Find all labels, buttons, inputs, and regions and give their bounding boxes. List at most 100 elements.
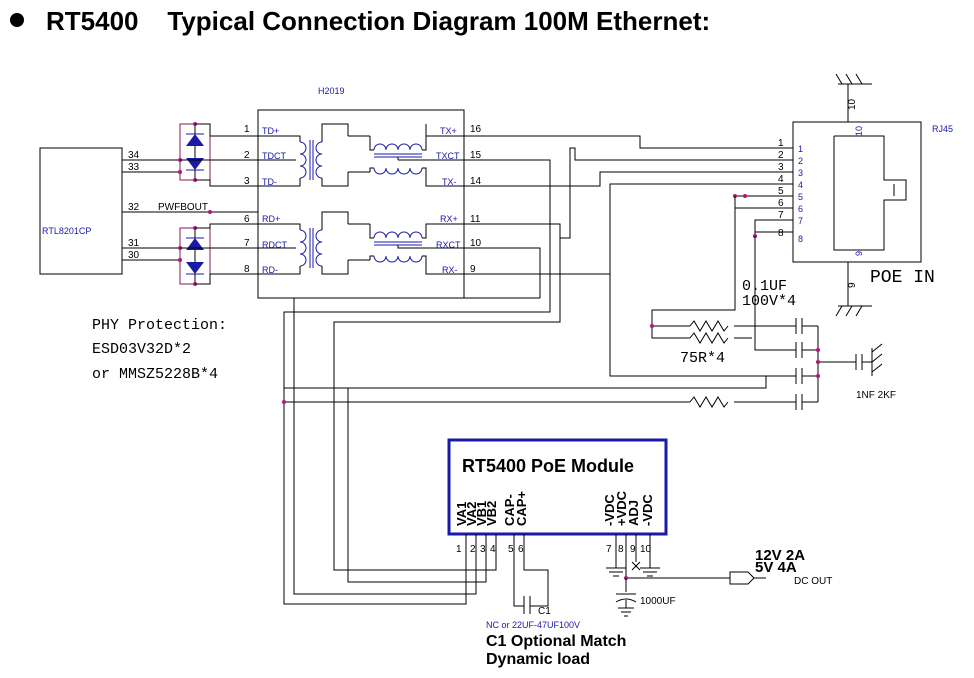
module-label-vb2: VB2 [484,501,499,526]
xfmr-label-rx-plus: RX+ [440,214,458,224]
c1-label: C1 [538,606,551,617]
rj45-inner-pin-2: 2 [798,156,803,166]
transformer-h2019: H2019 1 2 3 6 7 8 TD+ TDCT TD- RD+ RDCT … [244,86,482,299]
module-pin-1: 1 [456,544,462,555]
c1-caption-2: Dynamic load [486,651,590,668]
termination-network: 0.1UF 100V*4 75R*4 1NF 2KF [282,196,896,410]
rj45-outer-pin-3: 3 [778,162,784,173]
xfmr-pin-16: 16 [470,124,482,135]
module-pin-10: 10 [640,544,652,555]
xfmr-label-txct: TXCT [436,151,460,161]
module-pin-6: 6 [518,544,524,555]
xfmr-label-tx-plus: TX+ [440,126,457,136]
rj45-inner-pin-1: 1 [798,144,803,154]
protection-line-3: or MMSZ5228B*4 [92,366,218,383]
rj45-inner-pin-9: 9 [854,251,864,256]
xfmr-pin-15: 15 [470,150,482,161]
module-pin-9: 9 [630,544,636,555]
pwfbout-label: PWFBOUT [158,202,208,213]
rj45-outer-pin-4: 4 [778,174,784,185]
cap-voltage-label: 100V*4 [742,293,796,310]
phy-pin-31: 31 [128,238,140,249]
module-name: RT5400 PoE Module [462,456,634,476]
tvs-diode-bottom [179,227,211,285]
rj45-inner-pin-7: 7 [798,216,803,226]
dc-out-label: DC OUT [794,576,832,587]
poe-in-label: POE IN [870,268,935,288]
tvs-diode-top [179,123,211,181]
rj45-outer-pin-6: 6 [778,198,784,209]
hv-cap-label: 1NF 2KF [856,390,896,401]
rj45-inner-pin-4: 4 [798,180,803,190]
module-label-minus-vdc-2: -VDC [640,494,655,526]
rj45-inner-pin-10: 10 [854,126,864,136]
module-label-vb1: VB1 [474,501,489,526]
module-label-cap-minus: CAP- [502,494,517,526]
module-label-va2: VA2 [464,502,479,526]
xfmr-label-rd-plus: RD+ [262,214,280,224]
rj45-outer-pin-2: 2 [778,150,784,161]
module-label-cap-plus: CAP+ [514,491,529,526]
c1-note: NC or 22UF-47UF100V [486,620,580,630]
xfmr-pin-6: 6 [244,214,250,225]
xfmr-label-td-minus: TD- [262,177,277,187]
module-pin-4: 4 [490,544,496,555]
module-label-minus-vdc-1: -VDC [602,494,617,526]
module-pin-8: 8 [618,544,624,555]
rj45-inner-pin-6: 6 [798,204,803,214]
xfmr-label-tx-minus: TX- [442,177,457,187]
xfmr-label-rdct: RDCT [262,240,287,250]
xfmr-pin-10: 10 [470,238,482,249]
xfmr-pin-1: 1 [244,124,250,135]
rt5400-module: RT5400 PoE Module VA1 VA2 VB1 VB2 CAP- C… [447,438,668,578]
xfmr-pin-7: 7 [244,238,250,249]
rj45-pin-9: 9 [847,282,858,288]
xfmr-pin-11: 11 [470,214,481,225]
cap-value-label: 0.1UF [742,278,787,295]
ground-icon [835,305,872,317]
module-label-adj: ADJ [626,500,641,526]
phy-pin-33: 33 [128,162,140,173]
c1-capacitor: C1 NC or 22UF-47UF100V C1 Optional Match… [486,560,626,668]
resistor-label: 75R*4 [680,350,725,367]
ground-icon [606,567,626,577]
rj45-outer-pin-8: 8 [778,228,784,239]
rj45-inner-pin-3: 3 [798,168,803,178]
phy-name: RTL8201CP [42,226,91,236]
xfmr-label-tdct: TDCT [262,151,286,161]
rj45-name: RJ45 [932,124,953,134]
output-5v-label: 5V 4A [755,559,797,576]
output-cap-label: 1000UF [640,596,676,607]
xfmr-pin-9: 9 [470,264,476,275]
phy-chip: RTL8201CP 34 33 32 31 30 PWFBOUT [39,147,258,275]
rj45-inner-pin-5: 5 [798,192,803,202]
protection-line-1: PHY Protection: [92,317,227,334]
page-title: RT5400 Typical Connection Diagram 100M E… [10,6,710,37]
c1-caption-1: C1 Optional Match [486,633,626,650]
module-pin-3: 3 [480,544,486,555]
xfmr-pin-8: 8 [244,264,250,275]
ground-icon [835,73,872,85]
rj45-inner-pin-8: 8 [798,234,803,244]
rj45-outer-pin-7: 7 [778,210,784,221]
module-label-plus-vdc: +VDC [614,490,629,526]
transformer-name: H2019 [318,86,345,96]
xfmr-label-rx-minus: RX- [442,265,458,275]
phy-pin-34: 34 [128,150,140,161]
phy-pin-30: 30 [128,250,140,261]
module-pin-2: 2 [470,544,476,555]
title-text: RT5400 Typical Connection Diagram 100M E… [46,6,711,36]
xfmr-label-rxct: RXCT [436,240,461,250]
output-section: 1000UF 12V 2A 5V 4A DC OUT [606,547,832,617]
rj45-outer-pin-1: 1 [778,138,784,149]
xfmr-pin-2: 2 [244,150,250,161]
module-pin-7: 7 [606,544,612,555]
ground-icon [640,567,660,577]
protection-line-2: ESD03V32D*2 [92,341,191,358]
xfmr-pin-3: 3 [244,176,250,187]
rj45-pin-10: 10 [847,98,858,110]
xfmr-pin-14: 14 [470,176,482,187]
xfmr-label-rd-minus: RD- [262,265,278,275]
module-pin-5: 5 [508,544,514,555]
